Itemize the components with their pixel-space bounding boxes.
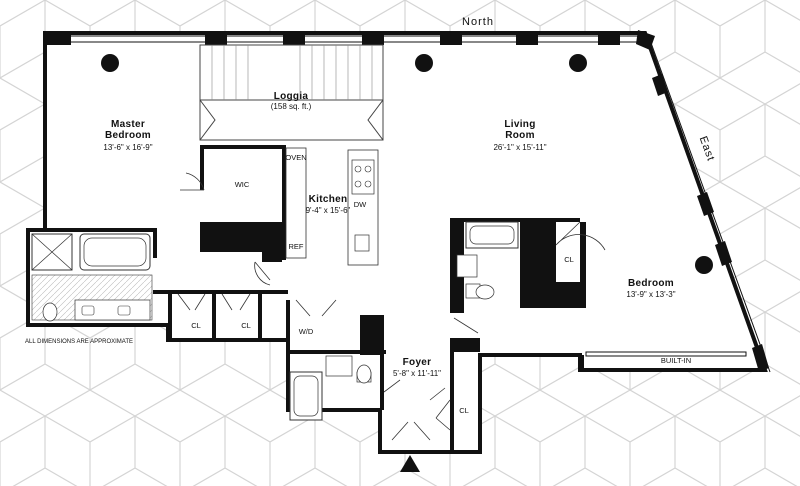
kitchen-counters (285, 147, 379, 266)
kitchen-dims: 9'-4" x 15'-6" (306, 206, 351, 215)
bedroom-label: Bedroom (628, 278, 674, 289)
ref-label: REF (289, 242, 304, 251)
living-room-label-line2: Room (505, 130, 535, 141)
bedroom-dims: 13'-9" x 13'-3" (626, 290, 675, 299)
entrance-arrow-icon (400, 455, 420, 472)
foyer-label: Foyer (403, 357, 432, 368)
oven-label: OVEN (285, 153, 306, 162)
loggia-label: Loggia (274, 91, 309, 102)
dimensions-note: ALL DIMENSIONS ARE APPROXIMATE (25, 339, 133, 345)
dw-label: DW (354, 200, 367, 209)
closet-label: CL (459, 406, 469, 415)
master-bedroom-dims: 13'-6" x 16'-9" (103, 143, 152, 152)
closet-label: CL (564, 255, 574, 264)
wic-label: WIC (235, 180, 250, 189)
loggia-area: (158 sq. ft.) (271, 102, 312, 111)
closet-label: CL (241, 321, 251, 330)
foyer-dims: 5'-8" x 11'-11" (393, 369, 441, 378)
loggia (199, 44, 384, 141)
living-room-label-line1: Living (504, 119, 535, 130)
built-in-label: BUILT-IN (661, 356, 691, 365)
closet-label: CL (191, 321, 201, 330)
bedroom-bathroom (456, 221, 519, 300)
master-bedroom-label-line2: Bedroom (105, 130, 151, 141)
compass-north: North (462, 16, 494, 28)
hall-bathroom (289, 355, 372, 421)
interior-walls (28, 145, 586, 452)
built-in-shelf (585, 351, 747, 357)
door-swings (177, 172, 606, 441)
master-bathroom (31, 233, 153, 322)
north-window-wall (45, 30, 655, 50)
living-room-dims: 26'-1" x 15'-11" (493, 143, 546, 152)
east-window-wall (649, 39, 771, 373)
master-bedroom-label-line1: Master (111, 119, 145, 130)
wd-label: W/D (299, 327, 314, 336)
kitchen-label: Kitchen (309, 194, 348, 205)
